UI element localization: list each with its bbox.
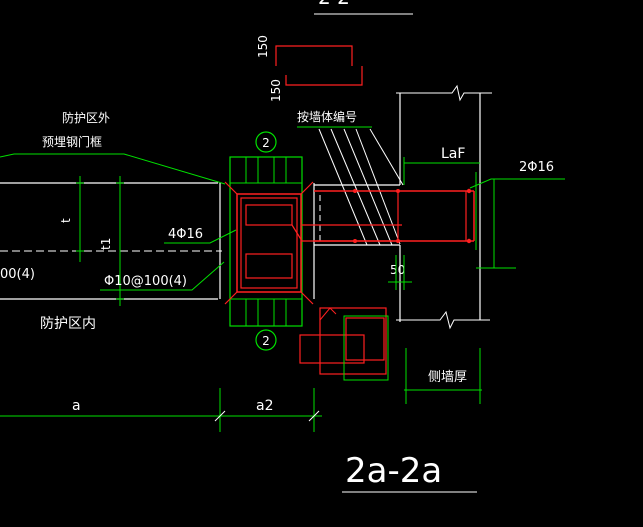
stirrup-left-partial-label: 00(4): [0, 267, 35, 282]
bar-4phi16-leader: [164, 229, 237, 244]
side-wall-thickness-label: 侧墙厚: [428, 370, 467, 385]
legend-red-hook-top: [275, 45, 353, 66]
frame-stirrup-top: [245, 204, 293, 226]
bar-2phi16-leader: [469, 178, 565, 189]
t1-label: t1: [99, 238, 113, 250]
wall-note-leader-3: [343, 128, 393, 246]
laf-label: LaF: [441, 146, 465, 162]
wall-break-bottom: [396, 310, 490, 330]
detail-red-square-right: [345, 317, 385, 361]
circle-top-label: 2: [262, 136, 270, 150]
circle-marker-top: [255, 131, 277, 153]
section-title-group: 2a-2a: [342, 451, 477, 493]
frame-stirrup-outer: [236, 193, 302, 293]
dim-chain-tick-mid: [214, 410, 226, 422]
rebar-dot-5: [396, 189, 400, 193]
bar-2phi16-label: 2Φ16: [519, 160, 554, 175]
wall-bar-bent: [291, 224, 402, 242]
rebar-dot-1: [466, 188, 472, 194]
laf-dimension: LaF 2Φ16: [403, 146, 565, 269]
wall-rebar: [291, 188, 475, 244]
frame-hook-2: [300, 181, 314, 195]
thickness-dimensions: t t1: [59, 176, 124, 306]
embedded-frame-label: 预埋钢门框: [42, 134, 102, 149]
dim-50-label: 50: [390, 263, 405, 277]
legend-150-block: 150 150: [256, 35, 363, 102]
stirrup-phi10-leader: [100, 261, 225, 291]
t-label: t: [59, 218, 73, 223]
rebar-dot-3: [353, 189, 357, 193]
dim-a-label: a: [72, 398, 81, 414]
outer-note-leader: [0, 153, 226, 185]
side-wall-dimension: 侧墙厚: [404, 348, 482, 404]
wall-note-leader-2: [330, 128, 381, 246]
section-title: 2a-2a: [345, 451, 442, 491]
dim-50-group: 50: [388, 255, 412, 290]
protective-outer-label: 防护区外: [62, 110, 110, 125]
circle-marker-bottom: [255, 329, 277, 351]
legend-red-hook-bottom: [285, 66, 363, 86]
frame-stirrup-bottom: [245, 253, 293, 279]
dim-150-b: 150: [269, 79, 283, 102]
detail-green-outline: [343, 315, 389, 381]
rebar-dot-2: [466, 238, 472, 244]
section-marker-top: 2: [255, 131, 277, 153]
dim-chain-tick-right: [308, 410, 320, 422]
stirrup-phi10-label: Φ10@100(4): [104, 274, 187, 289]
frame-rebar-notes: 4Φ16 00(4) Φ10@100(4): [0, 227, 237, 291]
detail-red-rect-left: [299, 334, 365, 364]
detail-red-square-outer: [319, 307, 387, 375]
frame-hook-4: [300, 291, 314, 305]
section-marker-bottom: 2: [255, 329, 277, 351]
detail-hook: [319, 307, 337, 321]
top-title-partial: 2 2: [318, 0, 350, 9]
wall-note-leader-5: [369, 128, 404, 186]
bar-4phi16-label: 4Φ16: [168, 227, 203, 242]
frame-rebar: [224, 181, 314, 305]
dim-150-a: 150: [256, 35, 270, 58]
frame-stirrup-inner: [240, 197, 298, 289]
wall-note-leader-1: [318, 128, 368, 246]
small-section-detail: [299, 307, 389, 381]
outer-zone-note: 防护区外 预埋钢门框: [0, 110, 226, 185]
circle-bottom-label: 2: [262, 334, 270, 348]
dim-a2-label: a2: [256, 398, 274, 414]
wall-number-label: 按墙体编号: [297, 109, 357, 124]
wall-break-lines: [396, 84, 492, 330]
frame-hook-3: [224, 291, 238, 305]
bottom-dimension-chain: a a2: [0, 388, 322, 432]
protective-inner-label: 防护区内: [40, 316, 96, 332]
frame-hook-1: [224, 181, 238, 195]
rebar-dot-4: [353, 239, 357, 243]
rebar-dot-6: [396, 239, 400, 243]
wall-break-top: [396, 84, 492, 102]
